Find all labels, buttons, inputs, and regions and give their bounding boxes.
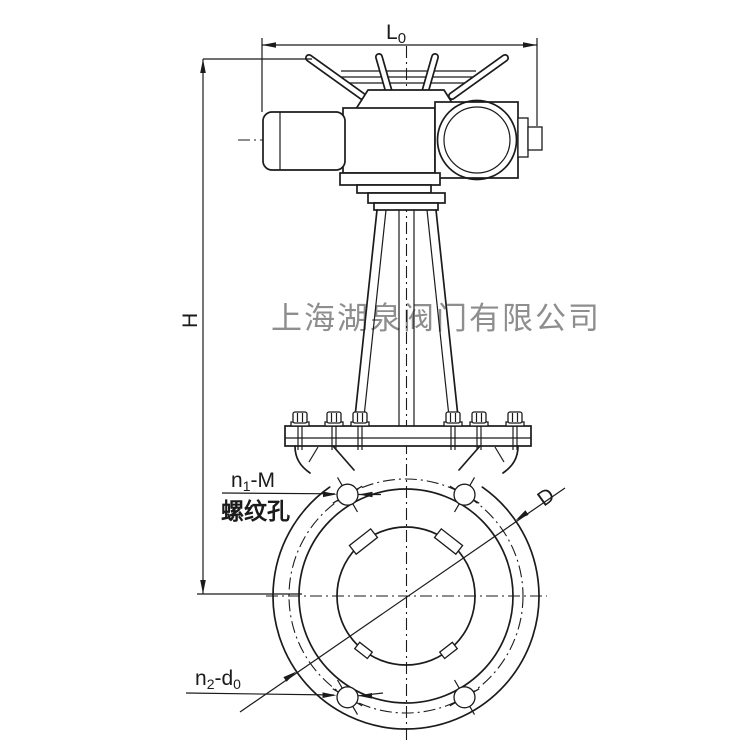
handwheel	[305, 53, 509, 113]
raised-face-circle	[298, 488, 514, 704]
bolt-hole-top-left	[332, 477, 363, 513]
dimension-l0: L0	[261, 21, 538, 126]
bolt-hole-bottom-right	[449, 679, 480, 715]
bolt-hole-bottom-left	[332, 679, 363, 715]
annotation-threaded-holes: n1-M 螺纹孔	[221, 469, 381, 524]
dimension-h: H	[179, 58, 312, 595]
actuator-base-flange	[339, 172, 441, 186]
electric-motor	[262, 111, 346, 171]
bonnet-bolts	[290, 411, 525, 450]
yoke	[353, 209, 460, 427]
yoke-top-plate	[367, 192, 446, 204]
bolt	[443, 411, 463, 450]
annotation-bolt-holes: n2-d0	[185, 667, 384, 699]
bolt	[290, 411, 310, 450]
actuator	[262, 53, 543, 211]
seat-lugs	[348, 527, 464, 660]
bolt	[350, 411, 370, 450]
l0-label: L0	[386, 21, 406, 47]
stem	[398, 210, 415, 426]
h-label: H	[179, 313, 202, 328]
threaded-hole-caption: 螺纹孔	[221, 498, 290, 524]
bolt	[505, 411, 525, 450]
actuator-gearbox	[342, 107, 436, 174]
valve-body	[272, 445, 540, 730]
bolt	[324, 411, 344, 450]
bolt	[469, 411, 489, 450]
bore-circle	[336, 526, 476, 666]
flange-outer-circle	[272, 486, 540, 730]
n1-m-label: n1-M	[231, 469, 275, 494]
bolt-circle	[288, 478, 524, 714]
handwheel-shaft-boss	[517, 117, 529, 158]
bonnet-flange	[284, 411, 532, 450]
watermark-company-name: 上海湖泉阀门有限公司	[271, 301, 601, 336]
n2-d0-label: n2-d0	[195, 667, 241, 692]
bolt-hole-top-right	[449, 477, 480, 513]
handwheel-housing	[434, 99, 543, 181]
